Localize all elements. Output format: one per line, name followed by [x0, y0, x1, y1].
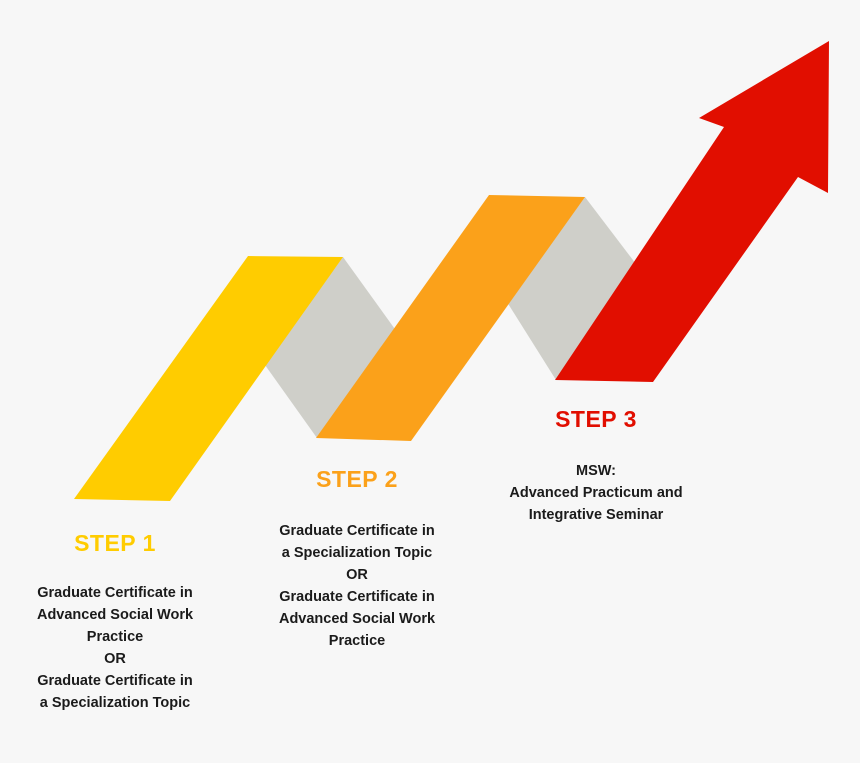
step-1-title: STEP 1 — [74, 530, 156, 556]
description-line: Practice — [328, 633, 386, 649]
description-line: Graduate Certificate in — [37, 673, 193, 689]
step-1-description: Graduate Certificate in Advanced Social W… — [15, 582, 215, 714]
description-line: MSW: — [575, 463, 616, 479]
connector-fold-1 — [265, 257, 397, 438]
step-2-description: Graduate Certificate in a Specialization … — [257, 520, 457, 652]
description-line: Graduate Certificate in — [37, 585, 193, 601]
step-1-band — [74, 256, 343, 501]
step-3-title: STEP 3 — [555, 406, 637, 432]
step-2-band — [316, 195, 585, 441]
description-line: OR — [104, 651, 126, 667]
description-line: Practice — [86, 629, 144, 645]
step-2-title: STEP 2 — [316, 466, 398, 492]
description-line: Advanced Practicum and — [509, 485, 683, 501]
step-3-arrow — [555, 41, 829, 382]
description-line: Graduate Certificate in — [279, 589, 435, 605]
connector-fold-2 — [507, 197, 639, 380]
description-line: a Specialization Topic — [281, 545, 433, 561]
description-line: Advanced Social Work — [278, 611, 436, 627]
description-line: a Specialization Topic — [39, 695, 191, 711]
description-line: Advanced Social Work — [36, 607, 194, 623]
description-line: OR — [346, 567, 368, 583]
description-line: Graduate Certificate in — [279, 523, 435, 539]
description-line: Integrative Seminar — [528, 507, 664, 523]
